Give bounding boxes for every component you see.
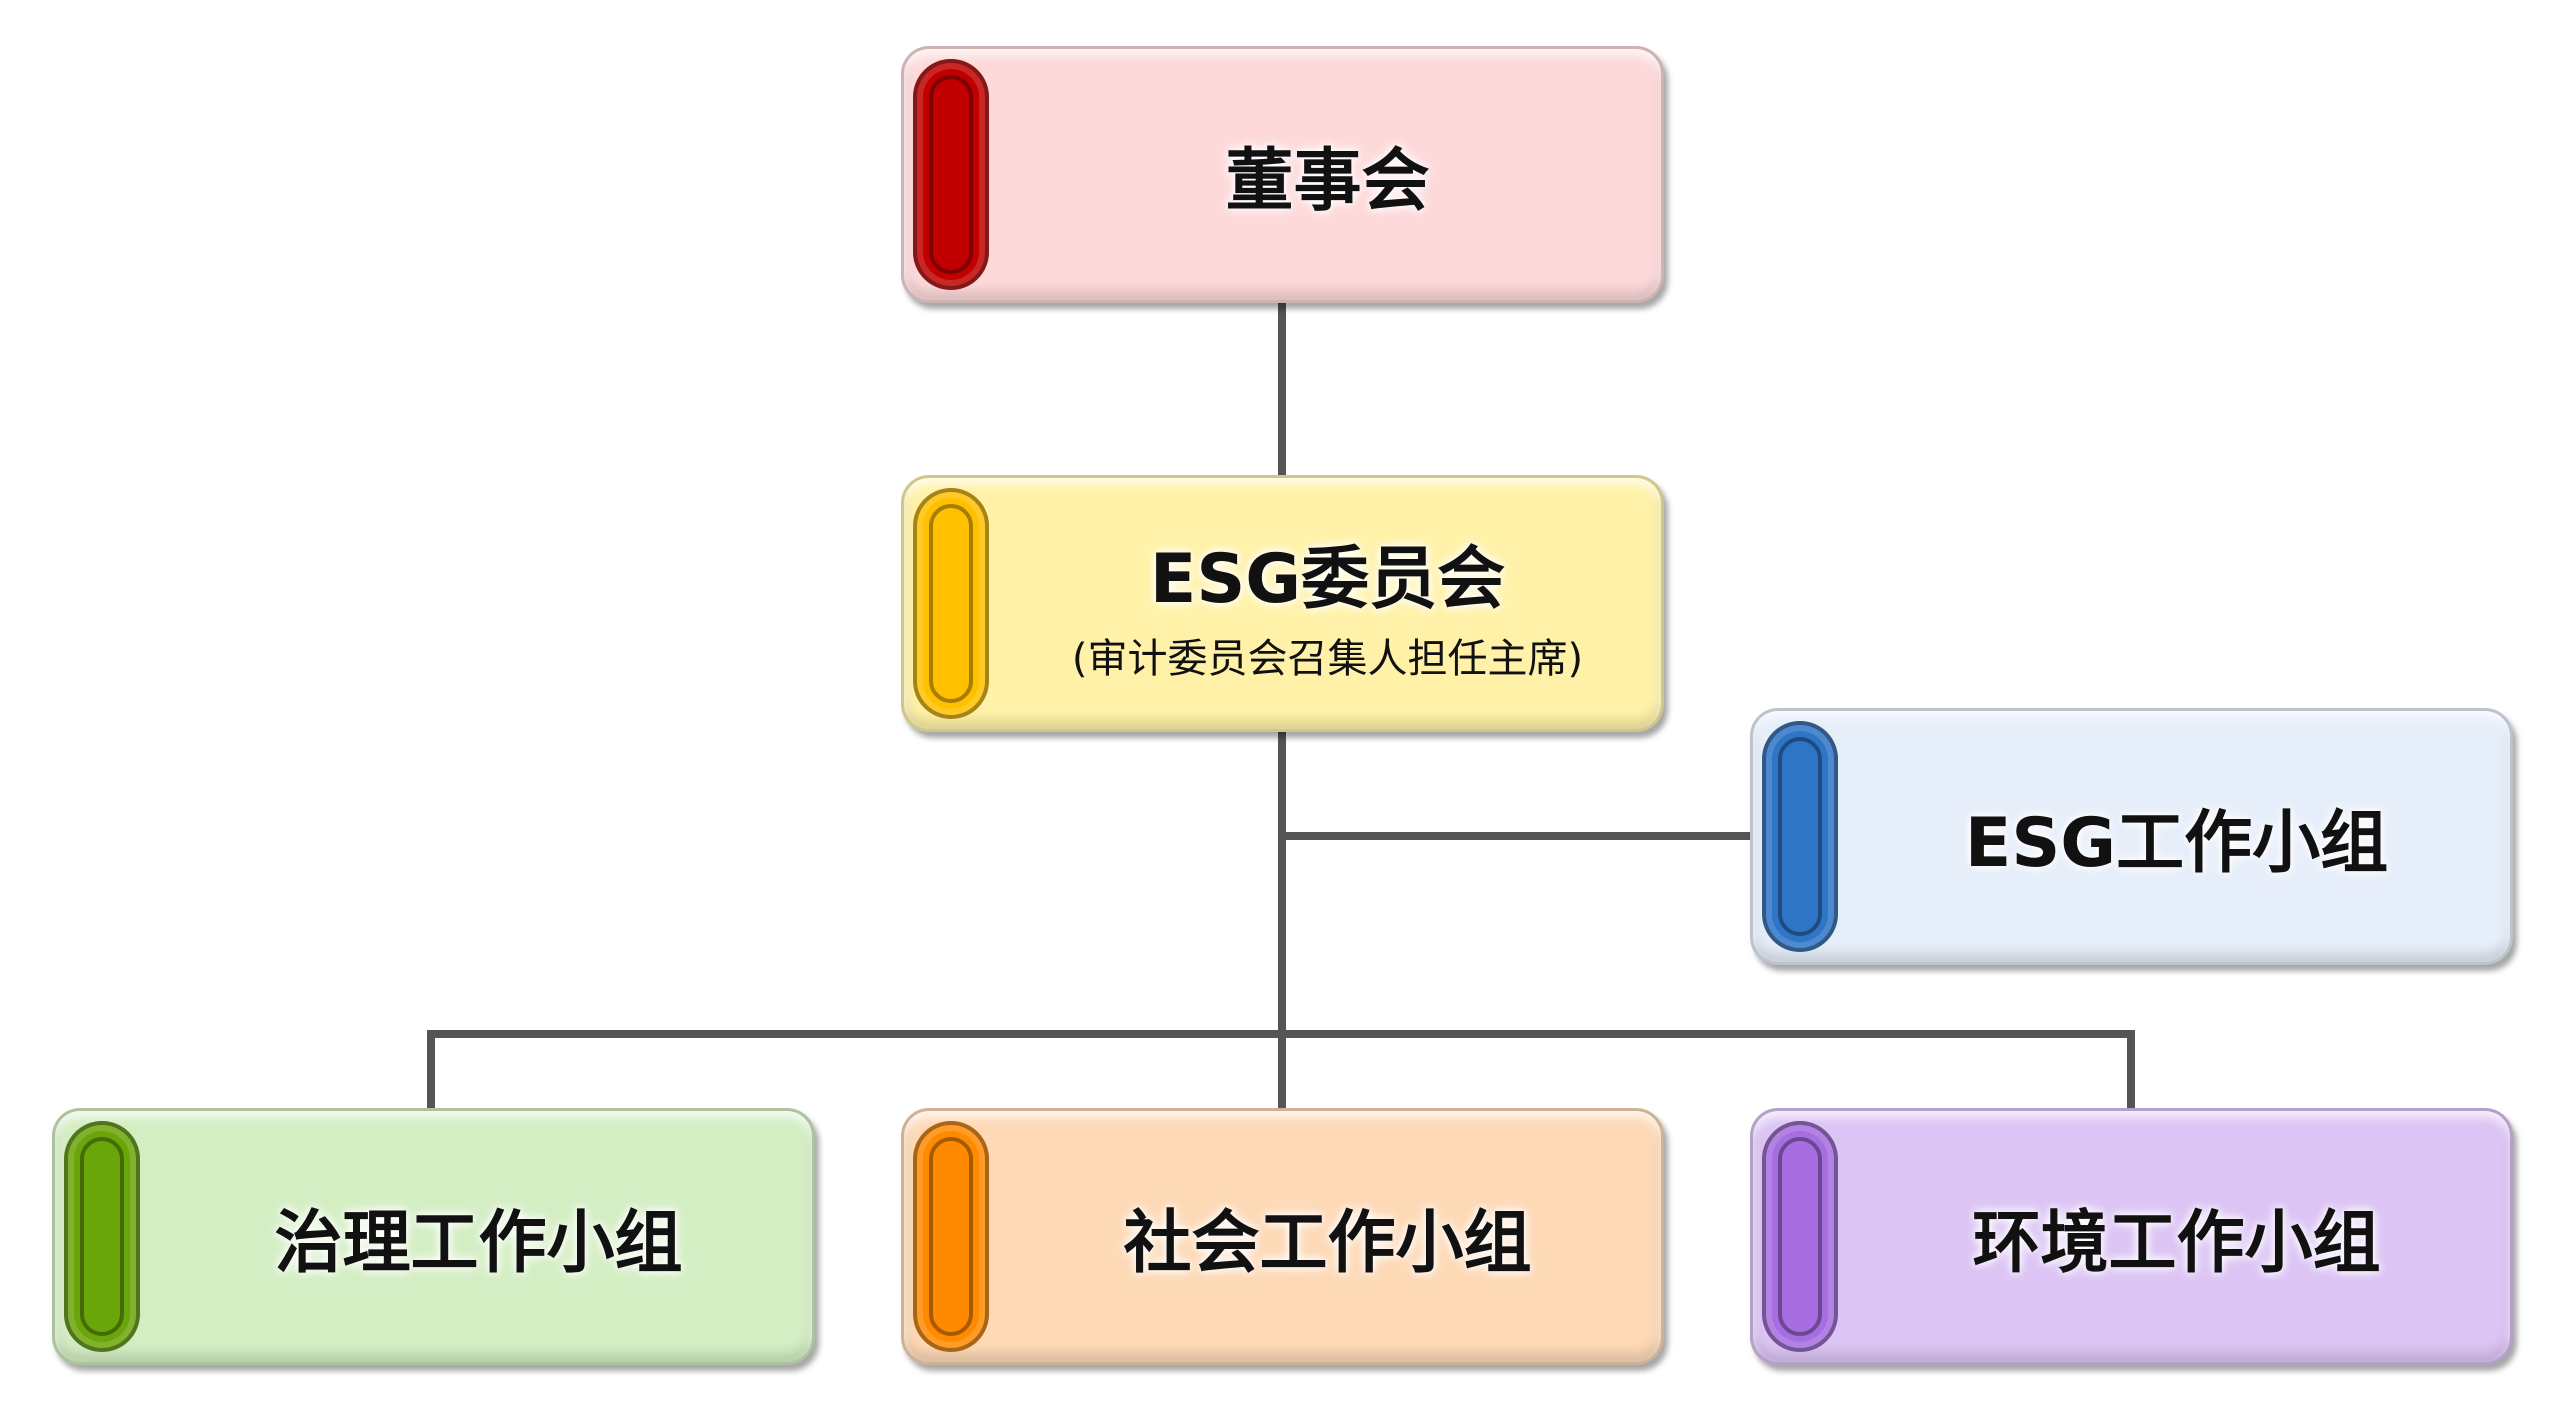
node-esg-committee: ESG委员会 (审计委员会召集人担任主席) (901, 475, 1664, 732)
node-title: 董事会 (1225, 142, 1430, 221)
node-title: ESG委员会 (1149, 540, 1506, 619)
accent-pill-icon (913, 1121, 989, 1352)
connector-governance-drop (427, 1030, 435, 1110)
connector-groups-horizontal (427, 1030, 2135, 1038)
node-environment-group: 环境工作小组 (1750, 1108, 2513, 1365)
node-title: 社会工作小组 (1123, 1204, 1532, 1283)
accent-pill-icon (913, 59, 989, 290)
accent-pill-icon (1762, 721, 1838, 952)
accent-pill-icon (1762, 1121, 1838, 1352)
node-board: 董事会 (901, 46, 1664, 303)
node-subtitle: (审计委员会召集人担任主席) (1071, 636, 1584, 682)
accent-pill-icon (64, 1121, 140, 1352)
node-title: 治理工作小组 (274, 1204, 683, 1283)
accent-pill-icon (913, 488, 989, 719)
node-esg-working-group: ESG工作小组 (1750, 708, 2513, 965)
connector-board-committee (1278, 300, 1286, 480)
connector-esg-working-group (1282, 832, 1752, 840)
connector-committee-trunk (1278, 730, 1286, 1110)
node-title: ESG工作小组 (1964, 804, 2389, 883)
node-social-group: 社会工作小组 (901, 1108, 1664, 1365)
connector-environment-drop (2127, 1030, 2135, 1110)
node-governance-group: 治理工作小组 (52, 1108, 815, 1365)
node-title: 环境工作小组 (1972, 1204, 2381, 1283)
